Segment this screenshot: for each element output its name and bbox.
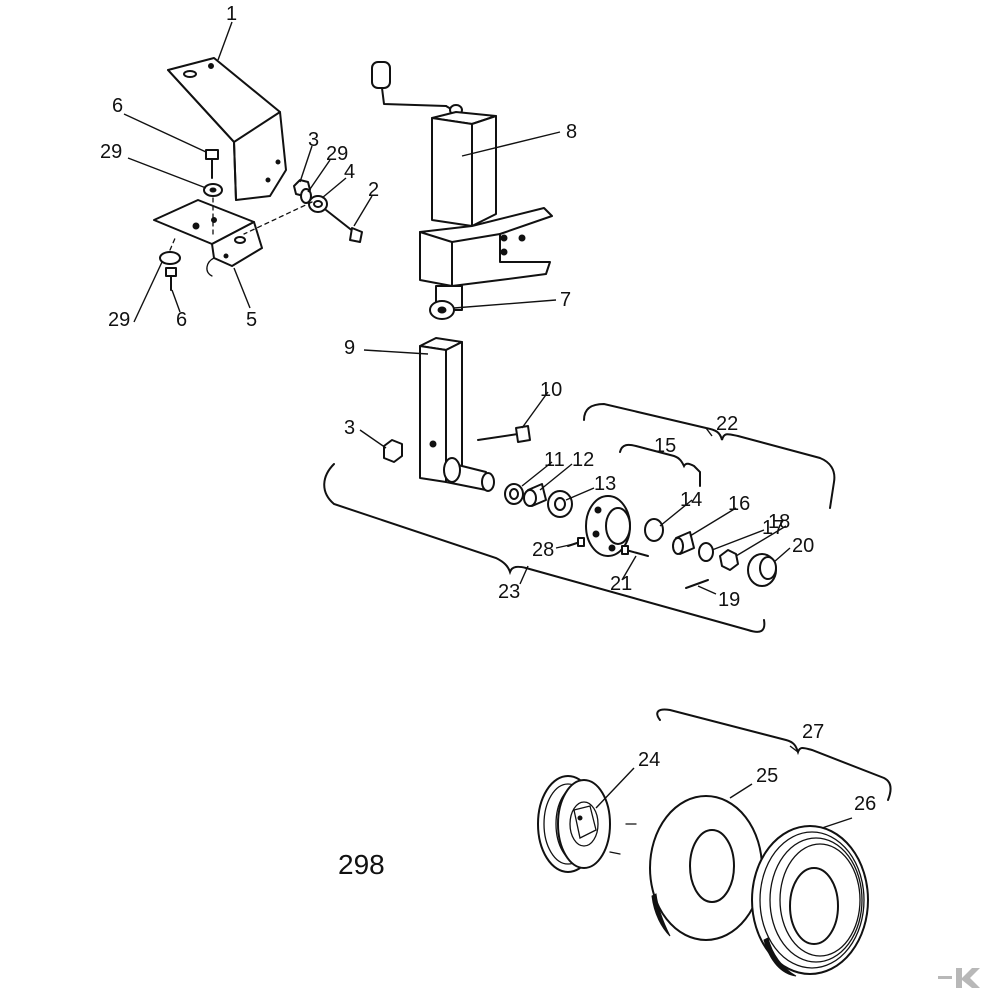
part-13-bearing-cup [547, 490, 573, 518]
part-11-seal-ring [504, 483, 524, 505]
part-20-hub-cap [747, 553, 777, 587]
callout-18: 18 [768, 511, 790, 533]
part-9-wheel-leg [419, 337, 495, 492]
callout-23: 23 [498, 581, 520, 603]
callout-24: 24 [638, 749, 660, 771]
callout-28: 28 [532, 539, 554, 561]
callout-3-lower: 3 [344, 417, 355, 439]
callout-21: 21 [610, 573, 632, 595]
part-17-washer [698, 542, 714, 562]
callout-11: 11 [544, 449, 565, 471]
part-21-wheel-bolt [621, 545, 649, 557]
brand-logo-icon [938, 968, 980, 988]
callout-16: 16 [728, 493, 750, 515]
fastener-bolt-6-upper [205, 149, 219, 179]
part-hub [585, 495, 631, 557]
fastener-washer-29-upper [203, 183, 223, 197]
callout-4: 4 [344, 161, 355, 183]
part-3-nut-lower [383, 439, 403, 463]
part-26-tyre [651, 825, 869, 977]
callout-14: 14 [680, 489, 702, 511]
callout-27: 27 [802, 721, 824, 743]
callout-10: 10 [540, 379, 562, 401]
callout-29-upper: 29 [100, 141, 122, 163]
callout-19: 19 [718, 589, 740, 611]
callout-1: 1 [226, 3, 237, 25]
callout-25: 25 [756, 765, 778, 787]
callout-20: 20 [792, 535, 814, 557]
callout-2: 2 [368, 179, 379, 201]
callout-15: 15 [654, 435, 676, 457]
callout-6-upper: 6 [112, 95, 123, 117]
callout-5: 5 [246, 309, 257, 331]
callout-6-lower: 6 [176, 309, 187, 331]
part-19-split-pin [685, 579, 709, 589]
callout-22: 22 [716, 413, 738, 435]
callout-8: 8 [566, 121, 577, 143]
callout-3-upper: 3 [308, 129, 319, 151]
callout-7: 7 [560, 289, 571, 311]
callout-12: 12 [572, 449, 594, 471]
brace-22 [583, 402, 836, 509]
brace-23 [323, 463, 766, 633]
part-24-rim [537, 775, 611, 873]
part-18-castle-nut [719, 549, 739, 571]
callout-29-lower: 29 [108, 309, 130, 331]
fastener-bolt-2 [325, 209, 363, 243]
callout-9: 9 [344, 337, 355, 359]
fastener-washer-29-lower [159, 251, 181, 265]
part-7-swivel-clamp [429, 285, 463, 320]
part-5-lower-bracket [153, 199, 263, 277]
callout-13: 13 [594, 473, 616, 495]
part-25-inner-tube [649, 795, 763, 941]
part-16-bearing-cone-outer [672, 531, 695, 555]
fastener-spacer-4 [308, 195, 328, 213]
part-8-jack-body [371, 61, 553, 287]
callout-26: 26 [854, 793, 876, 815]
leader-lines [123, 21, 853, 829]
figure-number: 298 [338, 849, 385, 880]
brace-15 [619, 443, 701, 487]
fastener-washer-29-mid [300, 188, 312, 204]
callout-29-mid: 29 [326, 143, 348, 165]
part-14-bearing-cup-outer [644, 518, 664, 542]
callout-17: 17 [762, 517, 784, 539]
part-1-upper-bracket [167, 57, 287, 201]
part-10-bolt [477, 425, 531, 443]
fastener-bolt-6-lower [165, 267, 177, 291]
